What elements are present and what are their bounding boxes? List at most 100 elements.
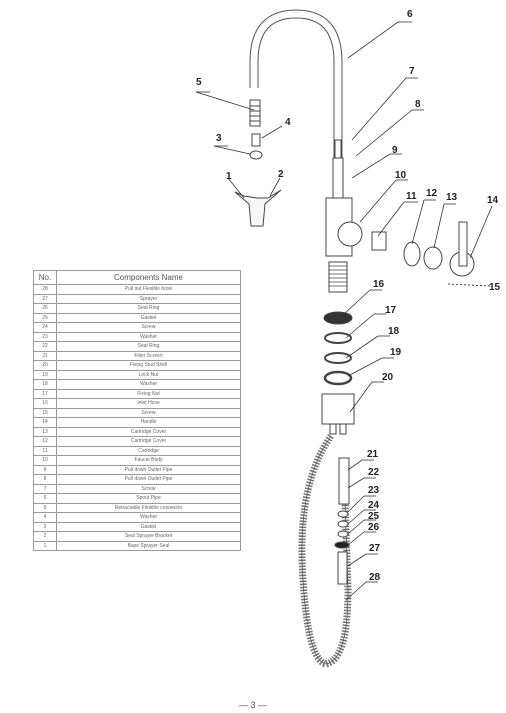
row-name: Pull down Outlet Pipe xyxy=(56,464,241,475)
cartridge xyxy=(371,231,387,251)
callout-2: 2 xyxy=(278,169,284,180)
row-no: 13 xyxy=(33,426,57,437)
faucet-body-port xyxy=(337,221,363,247)
row-no: 4 xyxy=(33,512,57,523)
gasket-25 xyxy=(337,530,349,538)
callout-27: 27 xyxy=(369,543,381,554)
row-name: Pull out Flexible hose xyxy=(56,284,241,295)
row-no: 27 xyxy=(33,293,57,304)
row-name: Fixing Nut xyxy=(56,388,241,399)
row-no: 7 xyxy=(33,483,57,494)
callout-9: 9 xyxy=(392,145,398,156)
callout-28: 28 xyxy=(369,572,381,583)
row-name: Lock Nut xyxy=(56,369,241,380)
row-name: Spout Pipe xyxy=(56,493,241,504)
handle-lever xyxy=(458,221,468,267)
callout-5: 5 xyxy=(196,77,202,88)
callout-4: 4 xyxy=(285,117,291,128)
row-no: 28 xyxy=(33,284,57,295)
callout-10: 10 xyxy=(395,170,407,181)
row-name: Faucet Body xyxy=(56,455,241,466)
flexible-connector xyxy=(249,99,261,127)
row-name: Washer xyxy=(56,512,241,523)
row-no: 25 xyxy=(33,312,57,323)
table-header-row: No. Components Name xyxy=(33,270,241,285)
row-no: 5 xyxy=(33,502,57,513)
row-no: 19 xyxy=(33,369,57,380)
callout-24: 24 xyxy=(368,500,380,511)
row-name: Sprayer xyxy=(56,293,241,304)
row-no: 23 xyxy=(33,331,57,342)
row-name: Seal Sprayer Bracket xyxy=(56,531,241,542)
callout-6: 6 xyxy=(407,9,413,20)
callout-18: 18 xyxy=(388,326,400,337)
row-name: Filter Screen xyxy=(56,350,241,361)
row-no: 2 xyxy=(33,531,57,542)
row-name: Retractable Flexible connector xyxy=(56,502,241,513)
row-no: 17 xyxy=(33,388,57,399)
cartridge-cover-12 xyxy=(403,241,421,267)
washer-4 xyxy=(251,133,261,147)
screw-24 xyxy=(337,520,349,528)
callout-13: 13 xyxy=(446,192,458,203)
row-name: Cartridge Cover xyxy=(56,426,241,437)
screw-15 xyxy=(447,283,491,287)
row-name: Screw xyxy=(56,322,241,333)
row-name: Washer xyxy=(56,379,241,390)
threaded-shank xyxy=(328,261,348,293)
row-no: 1 xyxy=(33,540,57,551)
row-no: 3 xyxy=(33,521,57,532)
row-no: 15 xyxy=(33,407,57,418)
washer-18 xyxy=(324,352,352,364)
cartridge-cover-13 xyxy=(423,246,443,270)
callout-7: 7 xyxy=(409,66,415,77)
callout-16: 16 xyxy=(373,279,385,290)
spout-pipe-inner xyxy=(250,10,342,178)
callout-14: 14 xyxy=(487,195,499,206)
row-name: Screw xyxy=(56,483,241,494)
fixing-nut-17 xyxy=(324,332,352,344)
callout-20: 20 xyxy=(382,372,394,383)
sprayer-body xyxy=(338,457,350,505)
callout-15: 15 xyxy=(489,282,501,293)
row-name: Base Sprayer Seal xyxy=(56,540,241,551)
fixing-washer-16 xyxy=(323,311,353,325)
row-no: 24 xyxy=(33,322,57,333)
row-name: Cartridge xyxy=(56,445,241,456)
row-name: Seal Ring xyxy=(56,341,241,352)
column-header-no: No. xyxy=(33,270,57,285)
row-no: 22 xyxy=(33,341,57,352)
row-no: 6 xyxy=(33,493,57,504)
seal-ring-26 xyxy=(334,541,350,549)
row-no: 14 xyxy=(33,417,57,428)
row-no: 10 xyxy=(33,455,57,466)
row-name: Gasket xyxy=(56,521,241,532)
callout-23: 23 xyxy=(368,485,380,496)
row-name: Gasket xyxy=(56,312,241,323)
row-no: 16 xyxy=(33,398,57,409)
